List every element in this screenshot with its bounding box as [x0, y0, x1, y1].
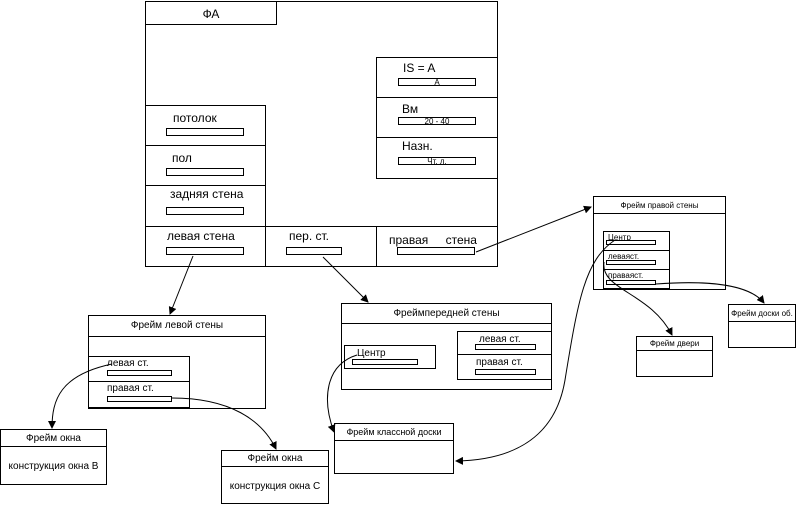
vm-value: 20 - 40: [398, 117, 476, 126]
purpose-label: Назн.: [402, 139, 433, 153]
right-wall-frame-title: Фрейм правой стены: [620, 201, 699, 210]
back-wall-label: задняя стена: [170, 187, 244, 201]
rw-right-slot: [606, 280, 656, 285]
rw-left-label: леваяст.: [608, 252, 640, 261]
window-b-title-box: [0, 429, 107, 447]
notice-board-title-box: [728, 304, 796, 322]
window-b-body: конструкция окна В: [8, 461, 99, 472]
is-value: A: [398, 78, 476, 87]
left-wall-slot: [166, 247, 244, 255]
floor-cell: [145, 145, 266, 186]
door-title: Фрейм двери: [649, 339, 700, 348]
floor-slot: [166, 168, 244, 176]
vm-label: Вм: [402, 102, 419, 116]
notice-board-title: Фрейм доски об.: [731, 309, 793, 318]
purpose-value: Чт. л.: [398, 157, 476, 166]
fw-center-slot: [352, 359, 418, 365]
is-cell: [376, 57, 498, 98]
lw-left-label: левая ст.: [107, 358, 149, 369]
lw-right-label: правая ст.: [107, 383, 154, 394]
fw-center-cell: [344, 345, 436, 369]
rw-left-slot: [606, 260, 656, 265]
front-wall-slot: [286, 247, 342, 255]
lw-left-slot: [107, 370, 172, 376]
back-wall-slot: [166, 207, 244, 215]
left-wall-label: левая стена: [167, 229, 235, 243]
ceiling-slot: [166, 128, 244, 136]
fw-right-slot: [475, 369, 536, 375]
window-c-title-box: [221, 450, 329, 467]
window-c-body: конструкция окна С: [229, 481, 321, 492]
right-wall-frame-title-box: [593, 196, 726, 214]
left-wall-frame-title-box: [88, 315, 266, 337]
left-wall-frame-title: Фрейм левой стены: [130, 320, 224, 331]
vm-cell: [376, 97, 498, 138]
is-label: IS = A: [403, 61, 436, 75]
fw-left-slot: [475, 344, 536, 350]
rw-center-slot: [606, 240, 656, 245]
front-wall-label: пер. ст.: [289, 229, 330, 243]
window-c-title: Фрейм окна: [247, 453, 303, 464]
door-title-box: [636, 336, 713, 351]
right-wall-slot: [397, 247, 475, 255]
back-wall-cell: [145, 185, 266, 227]
ceiling-label: потолок: [173, 111, 217, 125]
floor-label: пол: [172, 151, 192, 165]
fw-right-label: правая ст.: [476, 357, 523, 368]
fa-title: ФА: [202, 7, 220, 21]
fw-center-label: Центр: [357, 348, 386, 359]
rw-right-label: праваяст.: [608, 271, 644, 280]
rw-center-label: Центр: [608, 233, 631, 242]
right-wall-label: правая стена: [389, 233, 477, 247]
front-wall-frame-title: Фреймпередней стены: [393, 308, 500, 319]
window-b-title: Фрейм окна: [26, 433, 81, 444]
fa-title-box: [145, 1, 277, 25]
blackboard-title: Фрейм классной доски: [346, 427, 442, 437]
lw-right-slot: [107, 396, 172, 402]
